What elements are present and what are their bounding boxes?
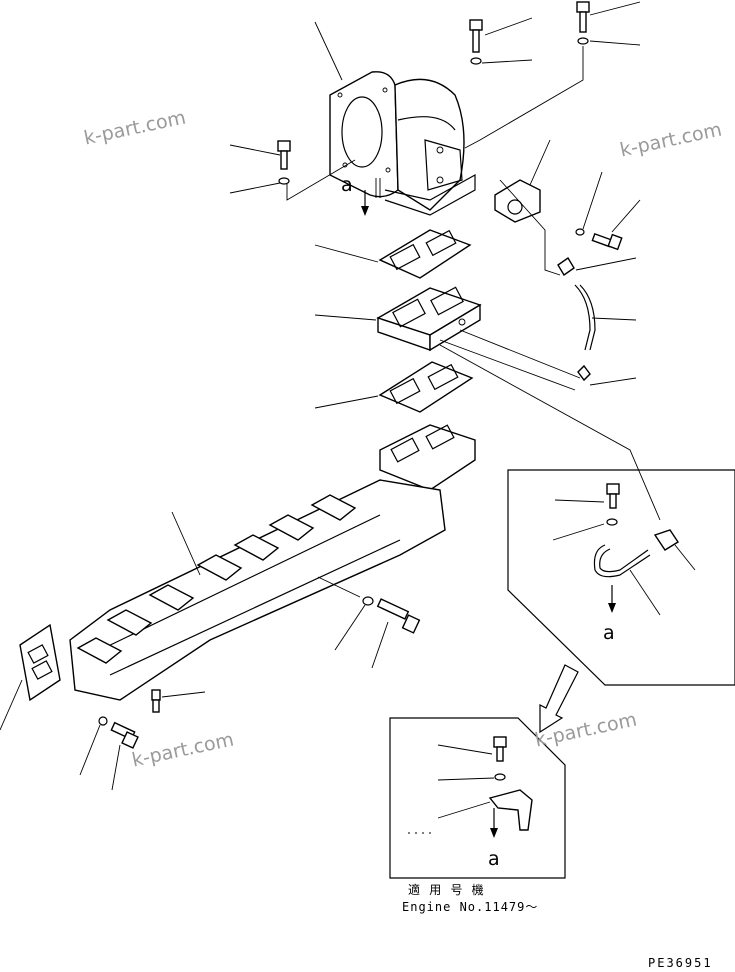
inset-view-engine-no	[389, 717, 566, 879]
bolt-set-upper	[229, 1, 641, 201]
view-arrow-top	[361, 190, 369, 216]
gasket-lower	[314, 361, 474, 413]
view-letter-top: a	[341, 174, 353, 196]
gasket-upper	[314, 229, 472, 279]
exhaust-manifold	[69, 424, 476, 701]
bolt-set-manifold	[79, 576, 421, 791]
drawing-code: PE36951	[648, 956, 713, 970]
view-letter-inset: a	[603, 622, 615, 644]
manifold-end-gasket	[0, 623, 61, 731]
oil-pipe-assembly	[439, 139, 661, 521]
view-letter-inset-lower: a	[488, 848, 500, 870]
engine-number-label: Engine No.11479〜	[402, 900, 539, 914]
spacer-block	[314, 286, 482, 352]
pointer-arrow	[539, 664, 579, 734]
turbocharger-housing	[329, 71, 476, 216]
bolt-set-turbo-side	[575, 171, 641, 251]
inset-view-a	[507, 469, 735, 686]
applicability-label: 適 用 号 機	[408, 883, 485, 897]
